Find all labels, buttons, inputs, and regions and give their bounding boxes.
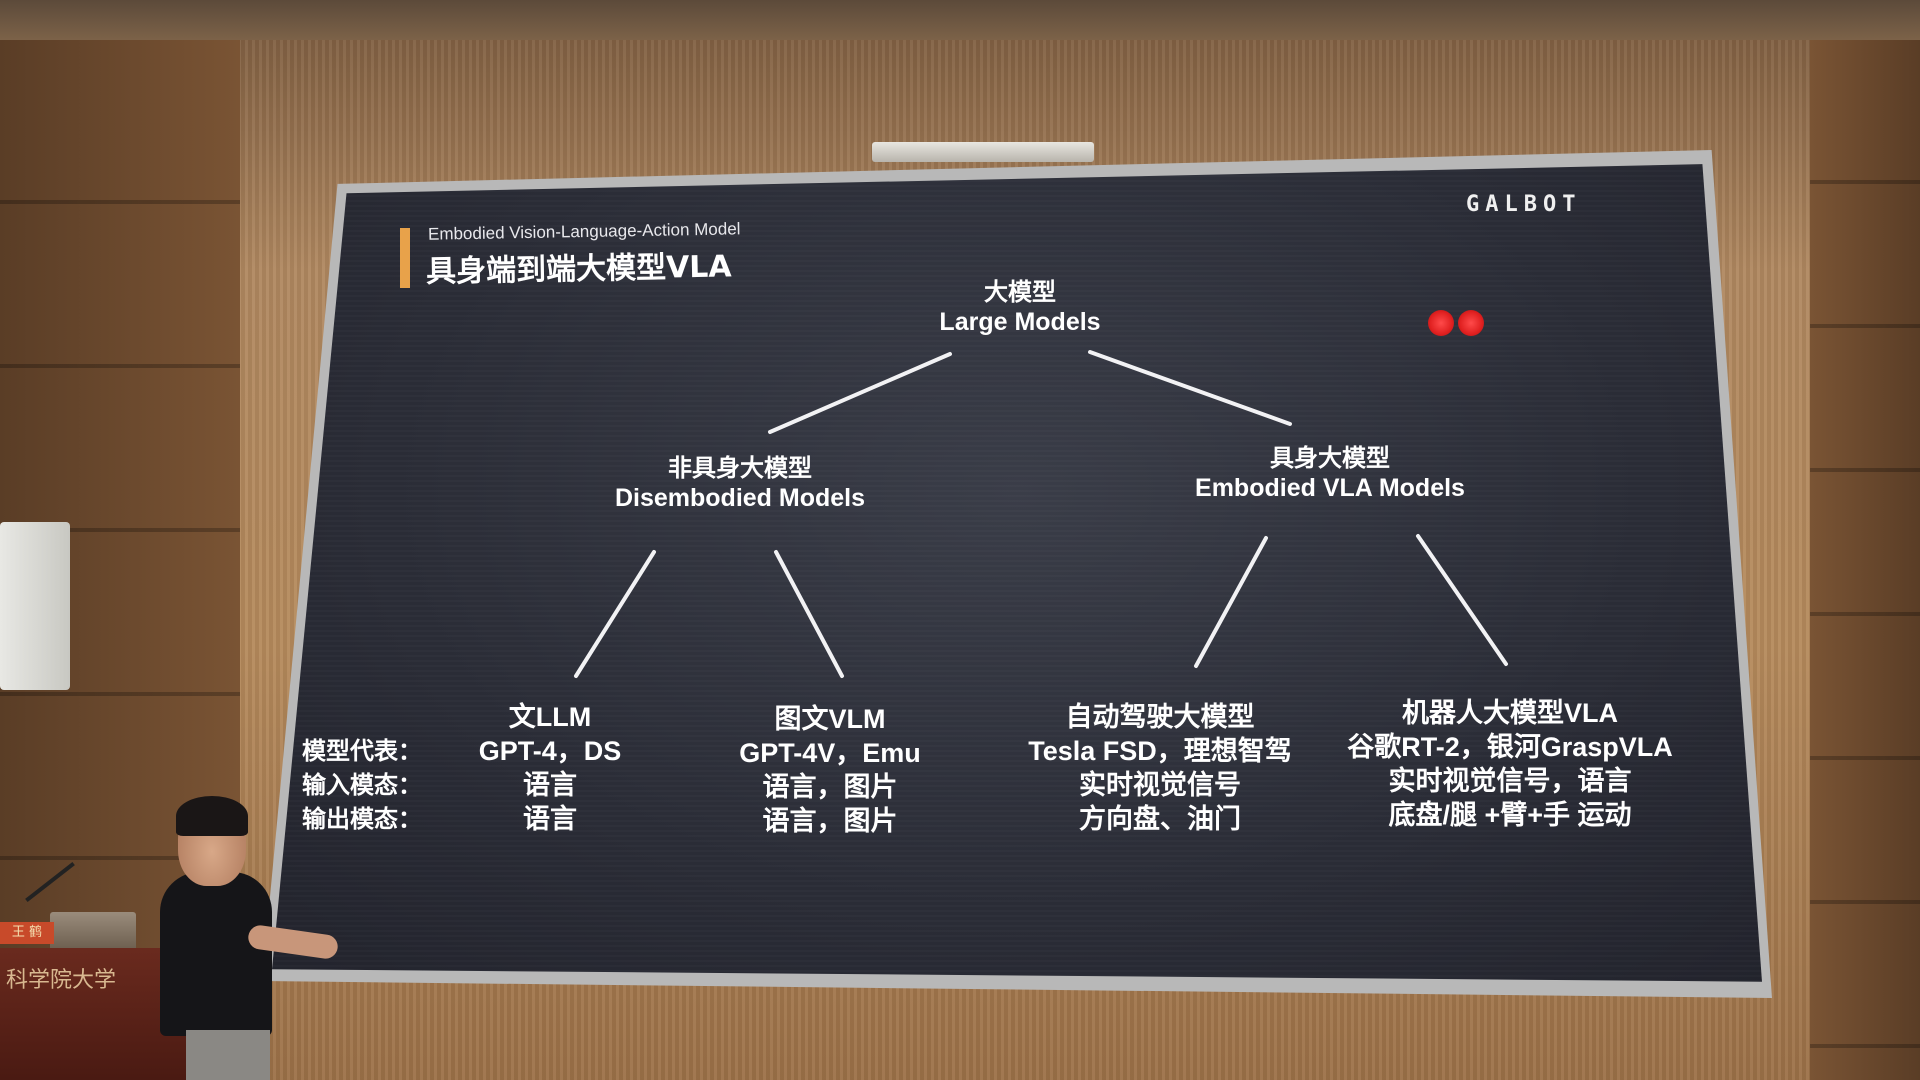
label-model-examples: 模型代表： xyxy=(302,737,422,765)
laptop xyxy=(50,912,136,952)
connector-right-drive xyxy=(1194,536,1268,668)
embodied-node: 具身大模型 Embodied VLA Models xyxy=(1160,444,1500,503)
root-node: 大模型 Large Models xyxy=(920,278,1120,337)
connector-root-right xyxy=(1088,350,1292,426)
label-output-modality: 输出模态： xyxy=(302,805,422,833)
galbot-logo: GALBOT xyxy=(1466,192,1582,217)
embodied-node-cn: 具身大模型 xyxy=(1270,444,1390,472)
connector-root-left xyxy=(768,352,952,434)
presenter-body xyxy=(160,872,272,1036)
leaf-vlm-examples: GPT-4V，Emu xyxy=(739,738,921,768)
disembodied-node-cn: 非具身大模型 xyxy=(668,454,812,482)
leaf-llm: 文LLM GPT-4，DS 语言 语言 xyxy=(440,700,660,836)
record-dot-icon xyxy=(1458,310,1484,336)
leaf-llm-examples: GPT-4，DS xyxy=(478,736,622,766)
leaf-robot-vla: 机器人大模型VLA 谷歌RT-2，银河GraspVLA 实时视觉信号，语言 底盘… xyxy=(1330,696,1690,832)
leaf-vlm-output: 语言，图片 xyxy=(762,806,898,836)
leaf-llm-output: 语言 xyxy=(523,804,577,834)
leaf-autodrive-examples: Tesla FSD，理想智驾 xyxy=(1028,736,1292,766)
ceiling-light xyxy=(872,142,1094,162)
root-node-en: Large Models xyxy=(939,307,1101,336)
connector-left-llm xyxy=(574,550,656,678)
title-accent-bar xyxy=(400,228,410,288)
leaf-autodrive-title: 自动驾驶大模型 xyxy=(1065,702,1255,732)
right-wall-panel xyxy=(1810,40,1920,1080)
embodied-node-en: Embodied VLA Models xyxy=(1195,473,1465,502)
record-indicator xyxy=(1428,310,1488,340)
leaf-robot-vla-examples: 谷歌RT-2，银河GraspVLA xyxy=(1347,732,1673,762)
leaf-autodrive-input: 实时视觉信号 xyxy=(1079,770,1241,800)
presenter-legs xyxy=(186,1030,270,1080)
disembodied-node: 非具身大模型 Disembodied Models xyxy=(590,454,890,513)
root-node-cn: 大模型 xyxy=(984,278,1056,306)
led-screen xyxy=(272,164,1762,982)
screen-scanlines xyxy=(272,164,1762,982)
disembodied-node-en: Disembodied Models xyxy=(614,483,866,512)
connector-left-vlm xyxy=(774,550,844,678)
ceiling xyxy=(0,0,1920,40)
leaf-robot-vla-title: 机器人大模型VLA xyxy=(1402,698,1618,728)
connector-right-robot xyxy=(1416,534,1508,666)
wall-speaker xyxy=(0,522,70,690)
leaf-llm-input: 语言 xyxy=(523,770,577,800)
nameplate: 王 鹤 xyxy=(0,922,54,944)
leaf-robot-vla-output: 底盘/腿 +臂+手 运动 xyxy=(1388,800,1632,830)
presenter-hair xyxy=(176,796,248,836)
leaf-vlm: 图文VLM GPT-4V，Emu 语言，图片 语言，图片 xyxy=(700,702,960,838)
row-labels: 模型代表： 输入模态： 输出模态： xyxy=(302,734,422,836)
label-input-modality: 输入模态： xyxy=(302,771,422,799)
leaf-robot-vla-input: 实时视觉信号，语言 xyxy=(1388,766,1632,796)
leaf-autodrive-output: 方向盘、油门 xyxy=(1079,804,1241,834)
leaf-llm-title: 文LLM xyxy=(508,702,592,732)
leaf-vlm-title: 图文VLM xyxy=(774,704,886,734)
leaf-autodrive: 自动驾驶大模型 Tesla FSD，理想智驾 实时视觉信号 方向盘、油门 xyxy=(1010,700,1310,836)
leaf-vlm-input: 语言，图片 xyxy=(762,772,898,802)
record-dot-icon xyxy=(1428,310,1454,336)
podium-front-text: 科学院大学 xyxy=(6,968,117,993)
